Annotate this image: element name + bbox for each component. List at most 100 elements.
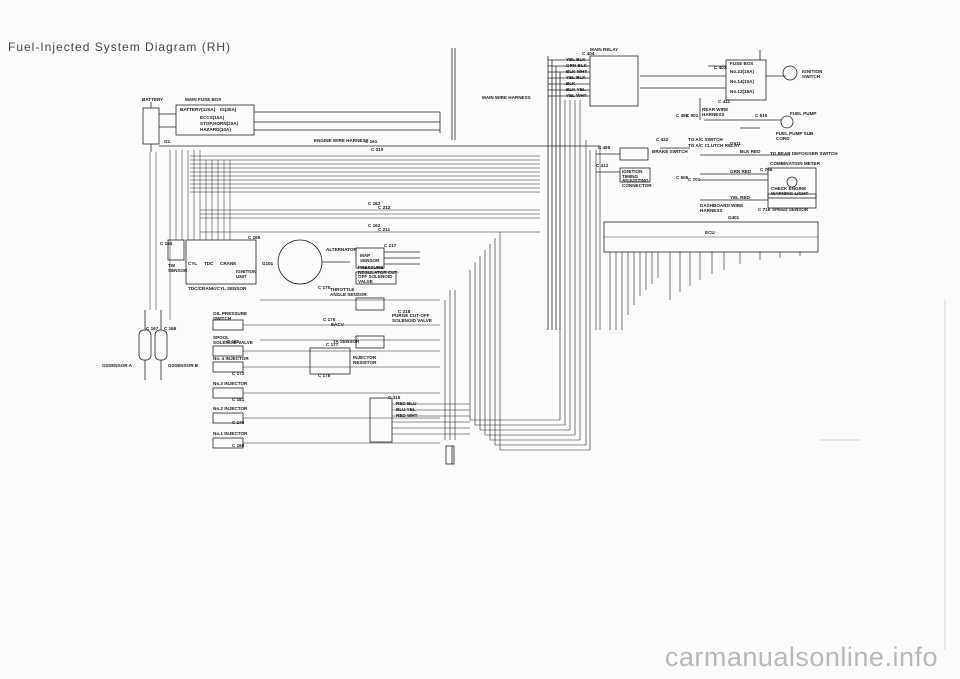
connector-c164: C 164 [160, 241, 173, 246]
map-sensor-label: MAP SENSOR [360, 253, 380, 263]
main-relay-label: MAIN RELAY [590, 47, 619, 52]
wire-color-tag: YEL WHT [566, 93, 587, 98]
engine-wire-harness-label: ENGINE WIRE HARNESS [314, 138, 369, 143]
wire-color-tag: YEL BLK [566, 75, 586, 80]
connector-c168: C 168 [232, 443, 245, 448]
fuse-box-label: FUSE BOX [730, 61, 754, 66]
battery-fuse-label: BATTERY(120A) [180, 107, 216, 112]
tdc-crank-cyl-label: TDC/CRANK/CYL SENSOR [188, 286, 247, 291]
connector-c161: C 161 [365, 139, 378, 144]
ta-sensor-label: TA SENSOR [333, 339, 360, 344]
cyl-label: CYL [188, 261, 198, 266]
dashboard-harness-label: DASHBOARD WIRE HARNESS [700, 203, 744, 213]
connector-c165: C 165 [248, 235, 261, 240]
fuel-pump-sub-cord-label: FUEL PUMP SUB CORD [776, 131, 814, 141]
connector-c211: C 211 [378, 227, 391, 232]
wire-color-tag: YEL RED [730, 195, 750, 200]
connector-c178: C 178 [318, 373, 331, 378]
connector-c404: C 404 [582, 51, 595, 56]
connector-c401: C 401 [714, 65, 727, 70]
connector-c411: C 411 [718, 99, 731, 104]
main-fuse-box-label: MAIN FUSE BOX [185, 97, 222, 102]
connector-c177: C 177 [326, 342, 339, 347]
check-engine-label: CHECK ENGINE WARNING LIGHT [771, 186, 809, 196]
ecu-label: ECU [705, 230, 715, 235]
connector-c495: C 495 [598, 145, 611, 150]
combination-meter-label: COMBINATION METER [770, 161, 820, 166]
eccs-fuse-label: ECCS(15A) [200, 115, 225, 120]
connector-c501: C 501 [686, 113, 699, 118]
ac-clutch-relay-label: TO A/C CLUTCH RELAY [688, 143, 740, 148]
o2-sensor-a-label: O2SENSOR A [102, 363, 132, 368]
connector-c167: C 167 [146, 326, 159, 331]
throttle-angle-label: THROTTLE ANGLE SENSOR [330, 287, 367, 297]
inj4-label: No. 4 INJECTOR [213, 356, 249, 361]
inj3-label: No.3 INJECTOR [213, 381, 248, 386]
wire-color-tag: BLK RED [740, 149, 761, 154]
wire-color-tag: YEL BLK [566, 57, 586, 62]
connector-c766: C 766 [760, 167, 773, 172]
ac-switch-label: TO A/C SWITCH [688, 137, 723, 142]
connector-c163: C 163 [368, 201, 381, 206]
speed-sensor-label: SPEED SENSOR [772, 207, 809, 212]
stop-horn-fuse-label: STOP,HORN(20A) [200, 121, 239, 126]
eacv-label: EACV [331, 322, 344, 327]
connector-c412: C 412 [596, 163, 609, 168]
ignition-switch-label: IGNITION SWITCH [802, 69, 823, 79]
connector-c170: C 170 [318, 285, 331, 290]
spool-solenoid-label: SPOOL SOLENOID VALVE [213, 335, 253, 345]
wire-color-tag: RED BLU [396, 401, 417, 406]
main-wire-harness-label: MAIN WIRE HARNESS [482, 95, 531, 100]
wire-color-tag: BLK [566, 81, 576, 86]
connector-c162: C 162 [368, 223, 381, 228]
rear-defogger-label: TO REAR DEFOGGER SWITCH [770, 151, 838, 156]
ignition-unit-label: IGNITION UNIT [236, 269, 257, 279]
wire-color-tag: BLU YEL [396, 407, 416, 412]
oil-pressure-label: OIL PRESSURE SWITCH [213, 311, 248, 321]
connector-c210: C 210 [371, 147, 384, 152]
battery-label: BATTERY [142, 97, 164, 102]
watermark: carmanualsonline.info [664, 642, 938, 672]
g1-ground-label: G1 [164, 139, 171, 144]
connector-c181: C 181 [232, 397, 245, 402]
connector-c315: C 315 [388, 395, 401, 400]
purge-cutoff-label: PURGE CUT-OFF SOLENOID VALVE [392, 313, 432, 323]
wire-color-tag: GRN RED [730, 169, 752, 174]
page-title: Fuel-Injected System Diagram (RH) [8, 40, 232, 54]
connector-c217: C 217 [384, 243, 397, 248]
inj1-label: No.1 INJECTOR [213, 431, 248, 436]
connector-c218: C 218 [398, 309, 411, 314]
wire-color-tag: BLK YEL [566, 87, 586, 92]
tw-sensor-label: TW SENSOR [168, 263, 188, 273]
brake-switch-label: BRAKE SWITCH [652, 149, 688, 154]
connector-c422: C 422 [656, 137, 669, 142]
connector-c172: C 172 [232, 371, 245, 376]
fuse-no14-label: No.14(10A) [730, 79, 754, 84]
ignition-timing-label: IGNITION TIMING ADJUSTING CONNECTOR [622, 169, 652, 188]
hazard-fuse-label: HAZARD(10A) [200, 127, 231, 132]
connector-c166: C 166 [164, 326, 177, 331]
o2-sensor-b-label: O2SENSOR B [168, 363, 199, 368]
connector-c212: C 212 [378, 205, 391, 210]
connector-c175: C 175 [323, 317, 336, 322]
connector-c180: C 180 [227, 339, 240, 344]
g101-label: G101 [262, 261, 274, 266]
connector-c701: C 701 [688, 177, 701, 182]
connector-c516: C 516 [755, 113, 768, 118]
rear-wire-harness-label: REAR WIRE HARNESS [702, 107, 729, 117]
inj2-label: No.2 INJECTOR [213, 406, 248, 411]
ig-fuse-label: IG(40A) [220, 107, 237, 112]
connector-c506: C 506 [676, 175, 689, 180]
ground-g401: G401 [728, 215, 740, 220]
connector-c716: C 716 [758, 207, 771, 212]
injector-resistor-label: INJECTOR RESISTOR [353, 355, 377, 365]
pressure-regulator-label: PRESSURE REGULATOR CUT-OFF SOLENOID VALV… [358, 265, 399, 284]
ground-g511: G511 [730, 141, 741, 146]
fuse-no12-label: No.12(15A) [730, 89, 754, 94]
connector-c455: C 455 [676, 113, 689, 118]
fuse-no23-label: No.23(15A) [730, 69, 754, 74]
fuel-pump-label: FUEL PUMP [790, 111, 817, 116]
wire-color-tag: GRN BLK [566, 63, 587, 68]
connector-c176: C 176 [232, 420, 245, 425]
